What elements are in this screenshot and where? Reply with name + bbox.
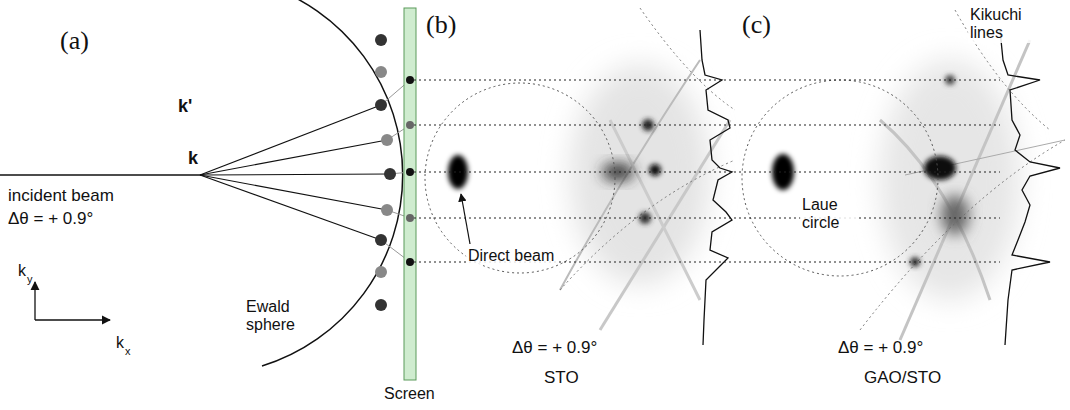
vector-label: k	[188, 148, 198, 169]
laue-circle	[425, 83, 615, 273]
diffraction-spot	[642, 119, 654, 131]
intensity-profile	[700, 30, 732, 345]
panel-letter: (b)	[426, 10, 456, 40]
kikuchi-curve	[560, 160, 735, 290]
guide-line	[414, 125, 1000, 126]
guide-line	[414, 80, 1000, 81]
leader-arrow	[461, 194, 470, 244]
scattered-beam	[200, 175, 381, 240]
axis-arrow	[34, 282, 35, 320]
sphere-label: Ewald sphere	[246, 298, 306, 335]
angle-label: Δθ = + 0.9°	[838, 338, 923, 358]
kikuchi-line	[900, 40, 1030, 340]
sample-label: GAO/STO	[864, 368, 941, 388]
rheed-pattern-sto	[425, 8, 735, 345]
diffuse-haze	[880, 60, 1020, 300]
axis-subscript: y	[27, 273, 33, 286]
scattered-beam	[200, 140, 387, 175]
reciprocal-rod-dot	[375, 99, 387, 111]
incident-beam-line	[0, 174, 200, 175]
screen-spot	[406, 168, 414, 176]
reciprocal-rod-dot	[384, 168, 396, 180]
laue-circle	[742, 80, 938, 276]
diffraction-spot	[649, 164, 661, 176]
guide-line	[414, 172, 1000, 173]
intensity-profile	[1000, 30, 1060, 345]
rheed-pattern-gao-sto	[742, 10, 1065, 345]
reciprocal-rod-dot	[381, 204, 393, 216]
sample-label: STO	[544, 368, 579, 388]
screen-label: Screen	[384, 385, 435, 403]
reciprocal-rod-dot	[375, 66, 387, 78]
screen-spot	[406, 121, 414, 129]
diffuse-streak	[941, 195, 969, 235]
annotation: Laue circle	[800, 196, 856, 233]
screen-spot	[406, 76, 414, 84]
scattered-beam	[200, 174, 390, 175]
screen-spot	[406, 214, 414, 222]
panel-letter: (c)	[742, 10, 771, 40]
annotation: Kikuchi lines	[968, 6, 1042, 43]
angle-label: Δθ = + 0.9°	[512, 338, 597, 358]
axis-arrow	[35, 319, 110, 320]
axis-subscript: x	[125, 345, 131, 358]
annotation: Direct beam	[466, 247, 556, 265]
screen-spot	[406, 258, 414, 266]
kikuchi-line	[880, 120, 990, 300]
beam-label: incident beam	[8, 186, 114, 206]
reciprocal-rod-dot	[375, 234, 387, 246]
scattered-beam	[200, 175, 387, 210]
guide-line	[414, 218, 1000, 219]
axis-label: k	[18, 262, 26, 280]
kikuchi-curve	[640, 8, 735, 110]
reciprocal-rod-dot	[375, 299, 387, 311]
panel-letter: (a)	[60, 26, 89, 56]
kikuchi-line	[610, 120, 700, 300]
vector-label: k'	[178, 96, 192, 117]
kikuchi-curve	[860, 140, 1065, 330]
reciprocal-rod-dot	[375, 34, 387, 46]
diffraction-spot	[924, 156, 956, 180]
axis-label: k	[116, 334, 124, 352]
diffuse-haze	[570, 65, 710, 285]
scattered-beam	[200, 105, 381, 175]
reciprocal-rod-dot	[381, 134, 393, 146]
screen-band	[404, 8, 416, 380]
angle-label: Δθ = + 0.9°	[8, 209, 93, 229]
reciprocal-rod-dot	[375, 266, 387, 278]
